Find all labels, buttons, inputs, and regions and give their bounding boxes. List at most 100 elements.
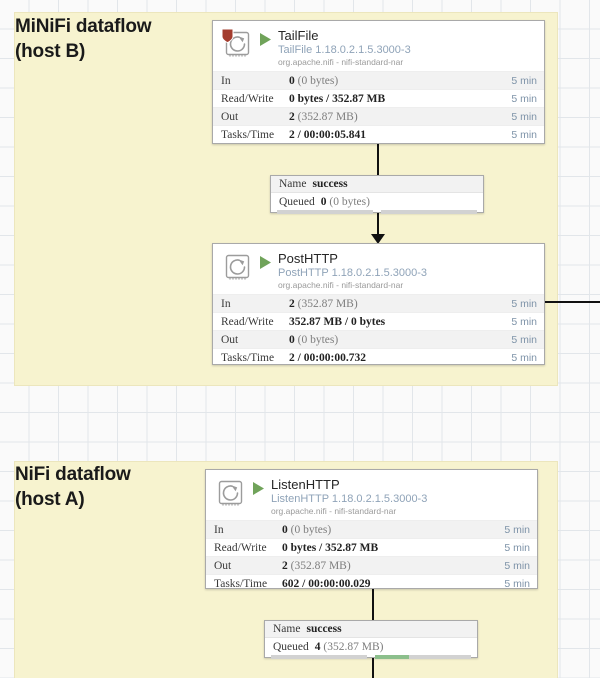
connection-queued-row: Queued 4 (352.87 MB) — [265, 638, 477, 655]
stat-value: 0 bytes / 352.87 MB — [282, 542, 504, 554]
queue-count-bar — [277, 210, 373, 214]
stat-timeframe: 5 min — [511, 128, 537, 141]
stat-label: Tasks/Time — [221, 128, 275, 141]
stat-value-strong: 602 / 00:00:00.029 — [282, 577, 371, 590]
stat-label: In — [221, 74, 231, 87]
connection-name-label: Name — [273, 623, 301, 635]
run-status-icon — [249, 481, 267, 496]
processor-bundle: org.apache.nifi - nifi-standard-nar — [278, 280, 404, 290]
processor-name-block: ListenHTTP ListenHTTP 1.18.0.2.1.5.3000-… — [271, 477, 529, 517]
connection-name-row: Name success — [265, 621, 477, 638]
connection-success-minifi[interactable]: Name success Queued 0 (0 bytes) — [270, 175, 484, 214]
stat-label: Tasks/Time — [214, 577, 268, 590]
stat-value: 602 / 00:00:00.029 — [282, 578, 504, 590]
queue-size-bar-fill — [375, 655, 409, 659]
stat-value-rest: (0 bytes) — [297, 74, 339, 87]
processor-type: TailFile 1.18.0.2.1.5.3000-3 — [278, 44, 411, 56]
queue-count-bar — [271, 655, 367, 659]
stat-timeframe: 5 min — [504, 541, 530, 554]
stat-value: 2 (352.87 MB) — [289, 298, 511, 310]
processor-name-block: TailFile TailFile 1.18.0.2.1.5.3000-3 or… — [278, 28, 536, 68]
stat-row: Out 0 (0 bytes) 5 min — [213, 330, 544, 348]
stat-timeframe: 5 min — [511, 333, 537, 346]
connection-queued-row: Queued 0 (0 bytes) — [271, 193, 483, 210]
arrowhead-to-posthttp — [371, 234, 385, 244]
run-status-icon — [256, 255, 274, 270]
connection-success-nifi[interactable]: Name success Queued 4 (352.87 MB) — [264, 620, 478, 659]
queued-size: (352.87 MB) — [323, 640, 384, 653]
stat-timeframe: 5 min — [504, 523, 530, 536]
stat-value: 0 bytes / 352.87 MB — [289, 93, 511, 105]
stat-value-rest: (0 bytes) — [297, 333, 339, 346]
stat-label: Out — [221, 110, 239, 123]
connection-name-label: Name — [279, 178, 307, 190]
processor-bundle: org.apache.nifi - nifi-standard-nar — [278, 57, 404, 67]
processor-icon — [214, 477, 246, 509]
stat-value: 352.87 MB / 0 bytes — [289, 316, 511, 328]
connection-name-value: success — [306, 623, 342, 635]
stat-timeframe: 5 min — [511, 92, 537, 105]
flow-line-queue-to-posthttp — [377, 211, 379, 239]
connection-queued-value: 4 (352.87 MB) — [315, 641, 384, 653]
queue-size-bar — [375, 655, 471, 659]
processor-name-block: PostHTTP PostHTTP 1.18.0.2.1.5.3000-3 or… — [278, 251, 536, 291]
stat-value-strong: 352.87 MB / 0 bytes — [289, 315, 386, 328]
processor-posthttp[interactable]: PostHTTP PostHTTP 1.18.0.2.1.5.3000-3 or… — [212, 243, 545, 365]
flow-line-tailfile-to-queue — [377, 143, 379, 185]
queued-size: (0 bytes) — [329, 195, 370, 208]
stat-row: Read/Write 0 bytes / 352.87 MB 5 min — [206, 538, 537, 556]
stat-label: Out — [221, 333, 239, 346]
connection-queued-value: 0 (0 bytes) — [321, 196, 370, 208]
stat-row: Read/Write 352.87 MB / 0 bytes 5 min — [213, 312, 544, 330]
stat-row: Out 2 (352.87 MB) 5 min — [213, 107, 544, 125]
stat-row: Tasks/Time 2 / 00:00:00.732 5 min — [213, 348, 544, 366]
processor-name: TailFile — [278, 28, 319, 43]
stat-timeframe: 5 min — [504, 577, 530, 590]
processor-header: ListenHTTP ListenHTTP 1.18.0.2.1.5.3000-… — [206, 470, 537, 520]
stat-value-strong: 0 bytes / 352.87 MB — [282, 541, 379, 554]
connection-progress-bars — [271, 210, 483, 217]
stat-label: In — [214, 523, 224, 536]
stat-timeframe: 5 min — [504, 559, 530, 572]
panel-title-nifi: NiFi dataflow (host A) — [15, 464, 131, 510]
stat-value: 0 (0 bytes) — [289, 334, 511, 346]
stat-row: Read/Write 0 bytes / 352.87 MB 5 min — [213, 89, 544, 107]
stat-value-strong: 0 — [282, 523, 288, 536]
stat-value-strong: 2 / 00:00:05.841 — [289, 128, 366, 141]
stat-timeframe: 5 min — [511, 297, 537, 310]
stat-row: Out 2 (352.87 MB) 5 min — [206, 556, 537, 574]
stat-value-strong: 2 — [289, 110, 295, 123]
connection-name-row: Name success — [271, 176, 483, 193]
stat-label: Read/Write — [214, 541, 267, 554]
queued-count: 4 — [314, 640, 321, 653]
processor-icon — [221, 28, 253, 60]
stat-value: 2 / 00:00:05.841 — [289, 129, 511, 141]
stat-value: 2 (352.87 MB) — [289, 111, 511, 123]
processor-tailfile[interactable]: TailFile TailFile 1.18.0.2.1.5.3000-3 or… — [212, 20, 545, 144]
stat-row: In 0 (0 bytes) 5 min — [206, 520, 537, 538]
connection-name-value: success — [312, 178, 348, 190]
panel-title-minifi: MiNiFi dataflow (host B) — [15, 16, 152, 62]
stat-timeframe: 5 min — [511, 315, 537, 328]
stat-label: Out — [214, 559, 232, 572]
stat-value-strong: 0 — [289, 333, 295, 346]
processor-type: PostHTTP 1.18.0.2.1.5.3000-3 — [278, 267, 427, 279]
processor-bundle: org.apache.nifi - nifi-standard-nar — [271, 506, 397, 516]
processor-name: ListenHTTP — [271, 477, 340, 492]
flow-line-listenhttp-to-queue — [372, 588, 374, 624]
stat-value-rest: (352.87 MB) — [290, 559, 351, 572]
stat-value: 2 / 00:00:00.732 — [289, 352, 511, 364]
flow-line-posthttp-outbound — [545, 301, 600, 303]
processor-listenhttp[interactable]: ListenHTTP ListenHTTP 1.18.0.2.1.5.3000-… — [205, 469, 538, 590]
connection-queued-label: Queued — [279, 195, 315, 208]
queue-size-bar — [381, 210, 477, 214]
stat-value-strong: 0 bytes / 352.87 MB — [289, 92, 386, 105]
run-status-icon — [256, 32, 274, 47]
stat-timeframe: 5 min — [511, 351, 537, 364]
stat-value-rest: (0 bytes) — [290, 523, 332, 536]
connection-progress-bars — [265, 655, 477, 662]
queued-count: 0 — [320, 195, 327, 208]
stat-value: 2 (352.87 MB) — [282, 560, 504, 572]
stat-value: 0 (0 bytes) — [289, 75, 511, 87]
